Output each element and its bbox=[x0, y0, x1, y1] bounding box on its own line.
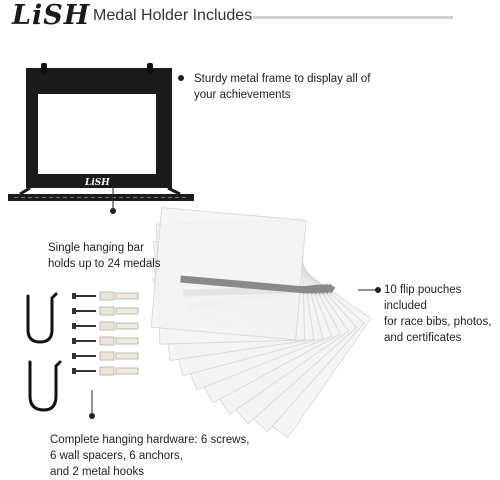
anchor bbox=[115, 337, 139, 345]
screw-head bbox=[72, 353, 76, 359]
caption-hardware: Complete hanging hardware: 6 screws, 6 w… bbox=[50, 434, 250, 478]
screw-head bbox=[72, 293, 76, 299]
metal-hooks bbox=[26, 292, 62, 412]
frame-logo: LiSH bbox=[85, 178, 110, 188]
hardware-set bbox=[72, 291, 139, 376]
anchor bbox=[115, 292, 139, 300]
brand-logo: LiSH bbox=[12, 0, 91, 31]
screw-head bbox=[72, 368, 76, 374]
screw-head bbox=[72, 338, 76, 344]
metal-frame bbox=[8, 63, 194, 201]
wall-spacer bbox=[99, 366, 115, 376]
anchor bbox=[115, 322, 139, 330]
wall-spacer bbox=[99, 336, 115, 346]
flip-pouches bbox=[150, 207, 372, 439]
wall-spacer bbox=[99, 321, 115, 331]
caption-hanging-bar: Single hanging bar holds up to 24 medals bbox=[48, 242, 161, 270]
header-divider bbox=[253, 16, 453, 19]
caption-frame: Sturdy metal frame to display all of you… bbox=[194, 73, 371, 101]
caption-pouches: 10 flip pouches included for race bibs, … bbox=[384, 284, 492, 344]
anchor bbox=[115, 367, 139, 375]
wall-spacer bbox=[99, 306, 115, 316]
wall-spacer bbox=[99, 291, 115, 301]
flip-pouch bbox=[150, 207, 307, 341]
anchor bbox=[115, 307, 139, 315]
screw-head bbox=[72, 323, 76, 329]
screw-head bbox=[72, 308, 76, 314]
anchor bbox=[115, 352, 139, 360]
header-title: Medal Holder Includes bbox=[93, 7, 253, 24]
wall-spacer bbox=[99, 351, 115, 361]
